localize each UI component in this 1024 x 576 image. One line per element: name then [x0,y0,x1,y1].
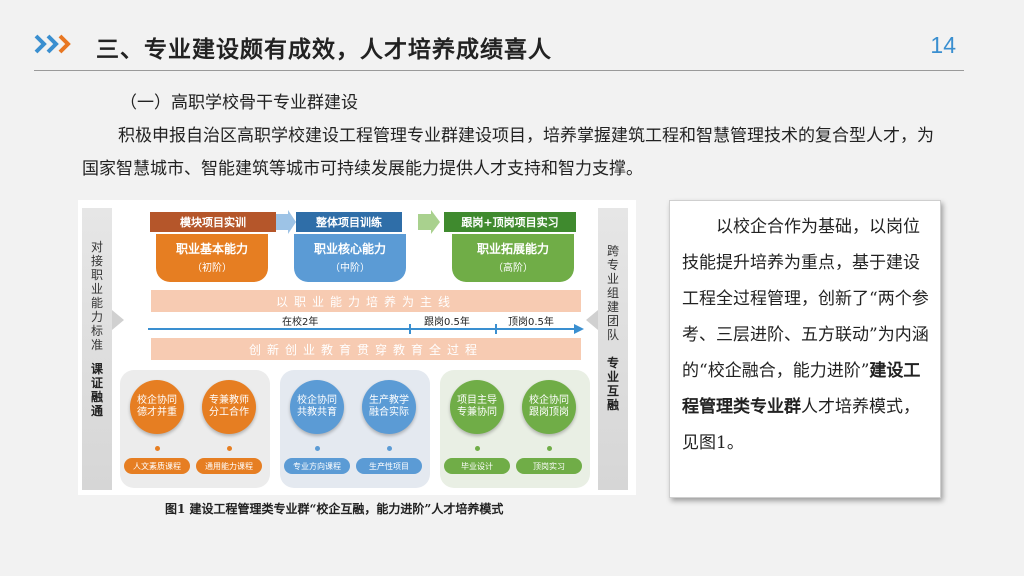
left-vertical-bold-label: 课证融通 [90,362,103,418]
right-vertical-label: 跨专业组建团队 [606,244,619,342]
stage-1-step: 模块项目实训 [150,212,276,232]
group-3-circle-2: 校企协同跟岗顶岗 [522,380,576,434]
stage-arrow-1-icon [276,210,296,234]
stage-2-level: （中阶） [330,263,370,274]
timeline-school: 在校2年 [282,317,319,328]
intro-paragraph: 积极申报自治区高职学校建设工程管理专业群建设项目，培养掌握建筑工程和智慧管理技术… [82,126,934,179]
right-side-bar [598,208,628,490]
main-line-band: 以职业能力培养为主线 [151,290,581,312]
stage-1-ability-box: 职业基本能力 （初阶） [156,234,268,282]
group-2-dot-1 [315,446,320,451]
stage-2-ability-box: 职业核心能力 （中阶） [294,234,406,282]
description-text-2: 人才培养模式，见图1。 [682,397,920,453]
slide-title: 三、专业建设颇有成效，人才培养成绩喜人 [96,37,552,63]
innovation-band: 创新创业教育贯穿教育全过程 [151,338,581,360]
stage-arrow-2-icon [418,210,440,234]
group-3-pill-1: 毕业设计 [444,458,510,474]
stage-3-ability: 职业拓展能力 [476,242,549,256]
stage-1-ability: 职业基本能力 [175,242,248,256]
group-1-circle-2: 专兼教师分工合作 [202,380,256,434]
stage-2-step: 整体项目训练 [296,212,402,232]
stage-3-ability-box: 职业拓展能力 （高阶） [452,234,574,282]
chevrons-icon [34,34,71,54]
group-2-circle-2: 生产教学融合实际 [362,380,416,434]
slide-header: 三、专业建设颇有成效，人才培养成绩喜人 14 [34,24,964,71]
left-vertical-label: 对接职业能力标准 [90,240,103,352]
group-3-dot-2 [547,446,552,451]
right-arrow-icon [586,310,598,330]
group-2-dot-2 [387,446,392,451]
page-number: 14 [930,32,956,58]
description-text-1: 以校企合作为基础，以岗位技能提升培养为重点，基于建设工程全过程管理，创新了“两个… [682,217,929,381]
group-2-pill-1: 专业方向课程 [284,458,350,474]
description-textbox: 以校企合作为基础，以岗位技能提升培养为重点，基于建设工程全过程管理，创新了“两个… [669,200,941,498]
section-subtitle: （一）高职学校骨干专业群建设 [120,93,358,113]
group-1-pill-1: 人文素质课程 [124,458,190,474]
timeline-arrow [148,324,584,334]
stage-3-step: 跟岗+顶岗项目实习 [444,212,576,232]
left-side-bar [82,208,112,490]
group-3-circle-1: 项目主导专兼协同 [450,380,504,434]
stage-2-ability: 职业核心能力 [313,242,386,256]
group-1-circle-1: 校企协同德才并重 [130,380,184,434]
group-1-dot-2 [227,446,232,451]
group-3-pill-2: 顶岗实习 [516,458,582,474]
figure-caption: 图1 建设工程管理类专业群“校企互融，能力进阶”人才培养模式 [165,502,504,516]
stage-3-level: （高阶） [493,263,533,274]
stage-1-level: （初阶） [192,263,232,274]
group-2-circle-1: 校企协同共教共育 [290,380,344,434]
right-vertical-bold-label: 专业互融 [606,356,619,412]
left-arrow-icon [112,310,124,330]
training-model-diagram: 对接职业能力标准 课证融通 跨专业组建团队 专业互融 模块项目实训 整体项目训练… [78,200,636,495]
group-2-pill-2: 生产性项目 [356,458,422,474]
timeline-follow: 跟岗0.5年 [424,317,470,328]
timeline-post: 顶岗0.5年 [508,317,554,328]
description-bold-text: 建设工程管理类专业群 [682,361,921,417]
group-3-dot-1 [475,446,480,451]
group-1-dot-1 [155,446,160,451]
group-1-pill-2: 通用能力课程 [196,458,262,474]
